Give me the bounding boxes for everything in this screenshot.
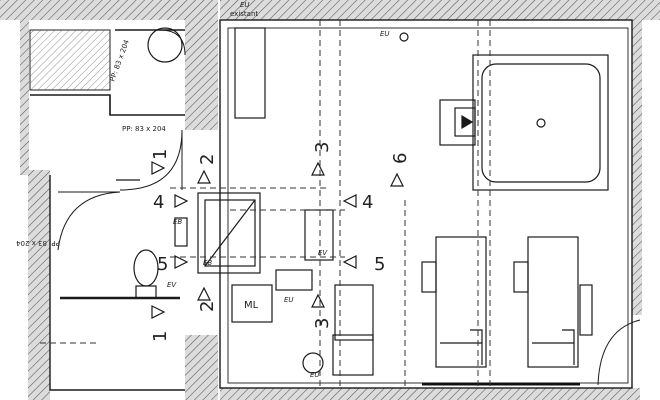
tri-4-right <box>342 194 357 208</box>
tri-5-right <box>342 255 357 269</box>
tap-arrow <box>461 114 474 130</box>
eb-label-shower: EB <box>203 259 212 267</box>
bed-left-fold <box>440 342 483 365</box>
bed-right <box>527 236 579 368</box>
section-6: 6 <box>390 153 411 164</box>
sink-cabinet <box>334 284 374 341</box>
section-4-left: 4 <box>153 192 164 213</box>
section-3-top: 3 <box>312 142 333 153</box>
wall-center-lower <box>185 335 218 400</box>
section-1-top: 1 <box>150 149 171 160</box>
room-outlines <box>30 19 633 391</box>
bathtub-outer <box>472 54 609 191</box>
section-2-bottom: 2 <box>197 301 218 312</box>
wall-right <box>632 15 642 315</box>
bed-right-fold <box>532 342 575 365</box>
washbasin-left <box>174 217 188 247</box>
ev-label-partition: EV <box>318 249 328 257</box>
shower-inner <box>204 199 256 267</box>
pp-label-top: PP: 83 x 204 <box>108 38 131 82</box>
section-triangles <box>151 161 404 319</box>
wall-top-right <box>220 0 660 20</box>
wall-top-left <box>0 0 200 20</box>
main-room-outline <box>219 19 633 389</box>
side-table <box>579 284 593 336</box>
wall-left-lower <box>28 170 50 400</box>
shaft-area <box>29 29 111 91</box>
tri-3-bottom <box>311 293 325 308</box>
ml-label: ML <box>244 300 259 311</box>
bed-left <box>435 236 487 368</box>
shower-diagonal <box>204 199 256 267</box>
partition <box>304 209 334 261</box>
door-swing-left <box>57 191 121 251</box>
eu-label-top: EU <box>240 1 250 9</box>
eu-label-room: EU <box>380 30 390 38</box>
section-3-bottom: 3 <box>312 318 333 329</box>
ev-label-toilet: EV <box>167 281 177 289</box>
bed-left-corner <box>470 329 483 343</box>
bathtub-inner <box>481 63 601 183</box>
bathtub-drain <box>536 118 546 128</box>
toilet-tank <box>135 285 157 299</box>
eb-label-basin: EB <box>173 218 182 226</box>
eu-label-ml: EU <box>284 296 294 304</box>
tri-2-top <box>197 169 211 184</box>
tri-1-top <box>151 161 166 175</box>
corridor-top-line <box>30 94 185 116</box>
tap-inner <box>454 107 476 137</box>
existant-label: existant <box>230 10 258 18</box>
tri-2-bottom <box>197 286 211 301</box>
section-numbers: 1 1 2 2 3 3 4 4 5 5 6 <box>150 142 411 342</box>
tri-3-top <box>311 161 325 176</box>
toilet-bowl <box>133 249 159 287</box>
sink <box>332 334 374 376</box>
wall-bottom <box>220 388 640 400</box>
tri-4-left <box>174 194 189 208</box>
fixtures <box>60 27 609 386</box>
section-5-right: 5 <box>374 254 385 275</box>
bedside-right <box>513 261 529 293</box>
pp-label-mid: PP: 83 x 204 <box>122 125 166 133</box>
bedside-left <box>421 261 437 293</box>
floor-drain <box>302 352 324 374</box>
section-2-top: 2 <box>197 154 218 165</box>
wall-center-upper <box>185 0 218 130</box>
wardrobe <box>234 27 266 119</box>
tri-6 <box>390 172 404 187</box>
counter <box>275 269 313 291</box>
left-room-outline <box>49 175 185 391</box>
washing-machine <box>231 284 273 323</box>
dashed-lines <box>40 20 491 388</box>
tri-1-bottom <box>151 305 166 319</box>
section-4-right: 4 <box>362 192 373 213</box>
door-swing-top <box>159 29 186 56</box>
pp-label-left: PP: 83 x 204 <box>16 239 60 247</box>
bed-right-corner <box>562 329 575 343</box>
section-1-bottom: 1 <box>150 331 171 342</box>
round-column <box>147 27 183 63</box>
section-5-left: 5 <box>157 254 168 275</box>
door-swings <box>57 29 641 386</box>
ceiling-point <box>399 32 409 42</box>
door-swing-right <box>597 319 641 386</box>
eu-label-drain: EU <box>310 371 320 379</box>
door-swing-upper <box>119 129 183 191</box>
shower-outer <box>197 192 261 274</box>
tri-5-left <box>174 255 189 269</box>
wall-left-upper <box>20 0 29 175</box>
